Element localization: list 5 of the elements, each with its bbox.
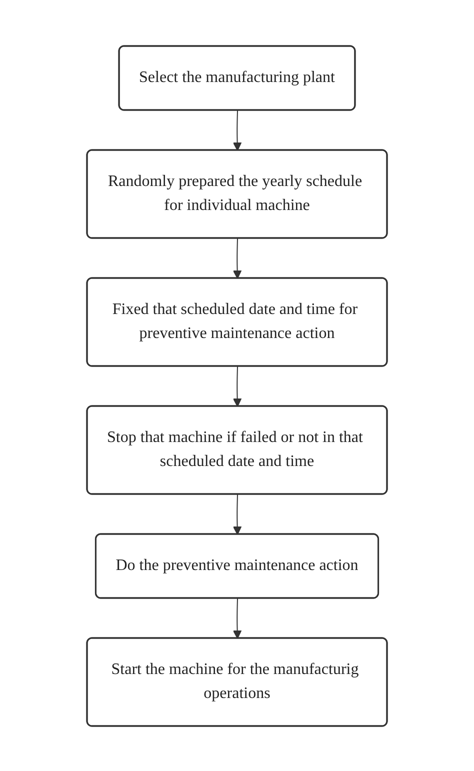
arrow (232, 366, 242, 406)
arrow (232, 494, 242, 534)
arrow (232, 238, 242, 278)
arrow (232, 598, 242, 638)
arrow (232, 110, 242, 150)
